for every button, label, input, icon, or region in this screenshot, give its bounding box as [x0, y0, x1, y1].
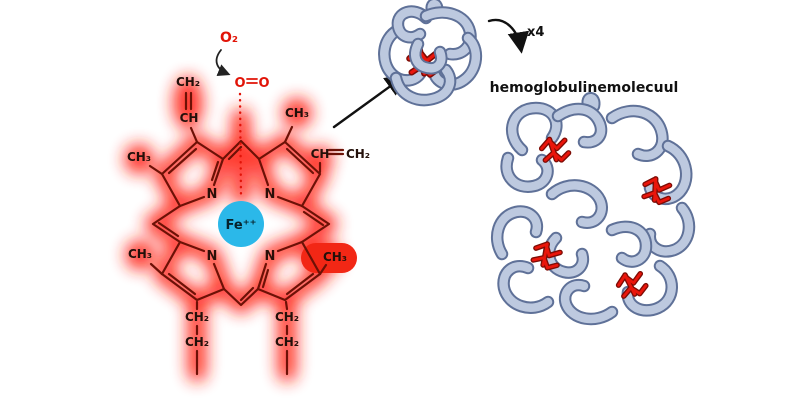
vinyl-ch-label: CH	[180, 111, 199, 125]
subunit-heme-icon	[616, 270, 647, 298]
iron-label: Fe⁺⁺	[226, 218, 257, 233]
methyl-label: CH₃	[285, 106, 309, 120]
iron-circle	[218, 201, 264, 247]
o2-label: O₂	[220, 30, 238, 46]
oxygen-right-label: O	[258, 76, 269, 91]
molecule-name-label: hemoglobulinemolecuul	[490, 80, 679, 96]
o2-binding-arrow	[215, 49, 231, 77]
times-four-arrow	[487, 18, 530, 54]
oxygen-left-label: O	[234, 76, 245, 91]
nitrogen-label: N	[265, 187, 276, 202]
propionate-ch2-label: CH₂	[185, 310, 209, 324]
propionate-ch2-label: CH₂	[275, 310, 299, 324]
heme-to-subunit-arrow	[332, 74, 407, 129]
nitrogen-label: N	[207, 187, 218, 202]
nitrogen-label: N	[207, 249, 218, 264]
propionate-ch2-label: CH₂	[185, 335, 209, 349]
porphyrin-labels: N N N N CH₃ CH₃ CH₃ CH₃ CH₂ CH CH CH₂ CH…	[127, 75, 370, 349]
globin-subunit	[384, 4, 476, 100]
vinyl-ch2-label: CH₂	[346, 147, 370, 161]
vinyl-ch-label: CH	[311, 147, 330, 161]
hemoglobin-molecule	[497, 98, 689, 319]
methyl-label: CH₃	[127, 150, 151, 164]
methyl-label-highlighted: CH₃	[323, 250, 347, 264]
porphyrin-skeleton	[148, 91, 345, 376]
oxygen-double-bond	[246, 78, 258, 84]
vinyl-ch2-label: CH₂	[176, 75, 200, 89]
propionate-ch2-label: CH₂	[275, 335, 299, 349]
subunit-heme-icon	[531, 241, 563, 271]
oxygen-iron-dotted-bond	[238, 92, 243, 200]
multiplier-label: x4	[527, 25, 544, 40]
nitrogen-label: N	[265, 249, 276, 264]
methyl-label: CH₃	[128, 247, 152, 261]
